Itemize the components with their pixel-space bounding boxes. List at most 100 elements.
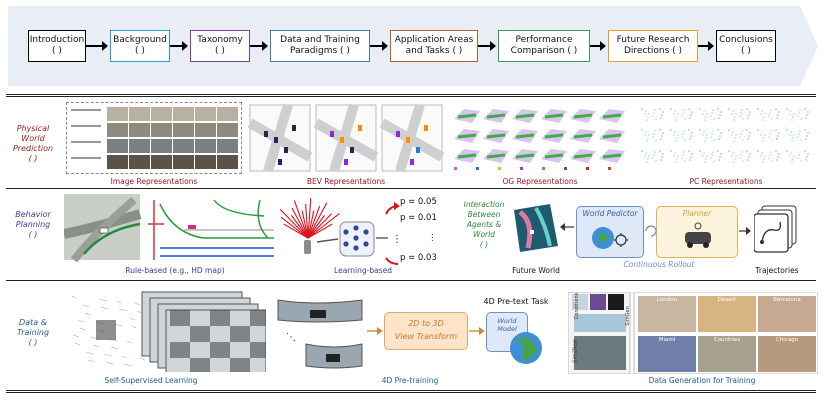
- pc-point: [734, 116, 736, 118]
- lidar-stroke: [123, 363, 133, 367]
- flow-node-title: Application Areas: [394, 35, 474, 45]
- pc-point: [662, 153, 664, 155]
- bev-vehicle: [278, 159, 282, 165]
- pc-point: [733, 140, 735, 142]
- pc-point: [684, 160, 686, 162]
- trajectory-branch: [279, 208, 309, 239]
- behavior-label-line3: ( ): [28, 230, 38, 239]
- pc-point: [746, 150, 748, 152]
- pc-point: [644, 113, 646, 115]
- pc-point: [719, 135, 721, 137]
- divider-1: [6, 94, 816, 95]
- city-label: Desert: [717, 297, 737, 303]
- pc-point: [800, 139, 802, 141]
- pc-point: [706, 155, 708, 157]
- ssl-illustration: [71, 291, 270, 375]
- camera-frame: [151, 107, 172, 121]
- pc-point: [790, 131, 792, 133]
- pc-point: [768, 157, 770, 159]
- og-vegetation: [602, 153, 622, 159]
- pc-point: [741, 130, 743, 132]
- pc-point: [683, 151, 685, 153]
- lidar-stroke: [98, 298, 108, 302]
- pc-point: [676, 137, 678, 139]
- pc-point: [681, 115, 683, 117]
- og-vegetation: [573, 153, 593, 159]
- pc-point: [790, 152, 792, 154]
- pc-point: [712, 109, 714, 111]
- pc-point: [688, 150, 690, 152]
- camera-frame: [173, 107, 194, 121]
- flow-node-1: Introduction( ): [28, 30, 86, 62]
- pc-point: [674, 131, 676, 133]
- bev-vehicle: [284, 147, 288, 153]
- lidar-stroke: [136, 310, 142, 314]
- pc-point: [674, 110, 676, 112]
- rollout-caption: Continuous Rollout: [623, 260, 695, 269]
- pc-point: [711, 154, 713, 156]
- image-representations-panel: [66, 102, 242, 174]
- pc-point: [673, 155, 675, 157]
- og-vegetation: [602, 113, 622, 119]
- pc-point: [789, 134, 791, 136]
- camera-frame: [173, 123, 194, 137]
- pc-point: [740, 133, 742, 135]
- og-legend-swatch: [564, 167, 567, 170]
- frame-caption-line: [71, 109, 101, 111]
- pc-point: [731, 113, 733, 115]
- flow-node-section: Comparison ( ): [510, 46, 578, 56]
- pc-point: [653, 154, 655, 156]
- flow-node-title: Conclusions: [719, 35, 773, 45]
- pc-point: [769, 154, 771, 156]
- pc-point: [798, 112, 800, 114]
- lidar-stroke: [131, 325, 137, 329]
- trajectory-branch: [307, 213, 333, 239]
- pc-grid: [641, 108, 809, 163]
- flow-arrow-5: [478, 41, 496, 51]
- pc-point: [699, 129, 701, 131]
- camera-frame: [195, 107, 216, 121]
- pc-point: [683, 130, 685, 132]
- pc-point: [673, 134, 675, 136]
- camera-frame: [129, 107, 150, 121]
- pc-point: [739, 136, 741, 138]
- pc-point: [799, 151, 801, 153]
- data-label-line3: ( ): [28, 338, 38, 347]
- pc-point: [786, 108, 788, 110]
- pc-point: [749, 153, 751, 155]
- data-generation-images: [567, 291, 819, 375]
- pc-point: [681, 136, 683, 138]
- pretrain-views: ⋱: [277, 299, 363, 369]
- pc-point: [644, 134, 646, 136]
- pc-point: [732, 152, 734, 154]
- pc-point: [747, 159, 749, 161]
- planner-car-icon: [685, 222, 711, 248]
- camera-frame: [217, 155, 238, 169]
- pc-point: [659, 150, 661, 152]
- trajectories-panel: [753, 204, 800, 254]
- trajectories-caption: Trajectories: [755, 266, 799, 275]
- neural-node: [363, 241, 369, 247]
- pc-point: [648, 113, 650, 115]
- interaction-label: Interaction Between Agents & World ( ): [452, 200, 516, 250]
- pc-point: [731, 155, 733, 157]
- neural-node: [353, 245, 359, 251]
- pc-point: [704, 161, 706, 163]
- pc-point: [659, 129, 661, 131]
- bev-vehicle: [264, 131, 268, 137]
- og-vegetation: [544, 113, 564, 119]
- world-model-box: World Model: [486, 312, 528, 352]
- pc-point: [655, 118, 657, 120]
- data-generation-panel: [567, 291, 819, 375]
- data-label-line2: Training: [16, 328, 50, 337]
- mask-block: [96, 320, 116, 340]
- pc-point: [682, 133, 684, 135]
- generated-city-image: [758, 336, 816, 372]
- pc-point: [718, 159, 720, 161]
- rule-based-caption: Rule-based (e.g., HD map): [125, 266, 225, 275]
- pc-point: [777, 114, 779, 116]
- physical-label: Physical World Prediction ( ): [4, 124, 62, 164]
- pc-point: [719, 114, 721, 116]
- prob-3: p = 0.03: [400, 253, 437, 263]
- camera-frame: [195, 155, 216, 169]
